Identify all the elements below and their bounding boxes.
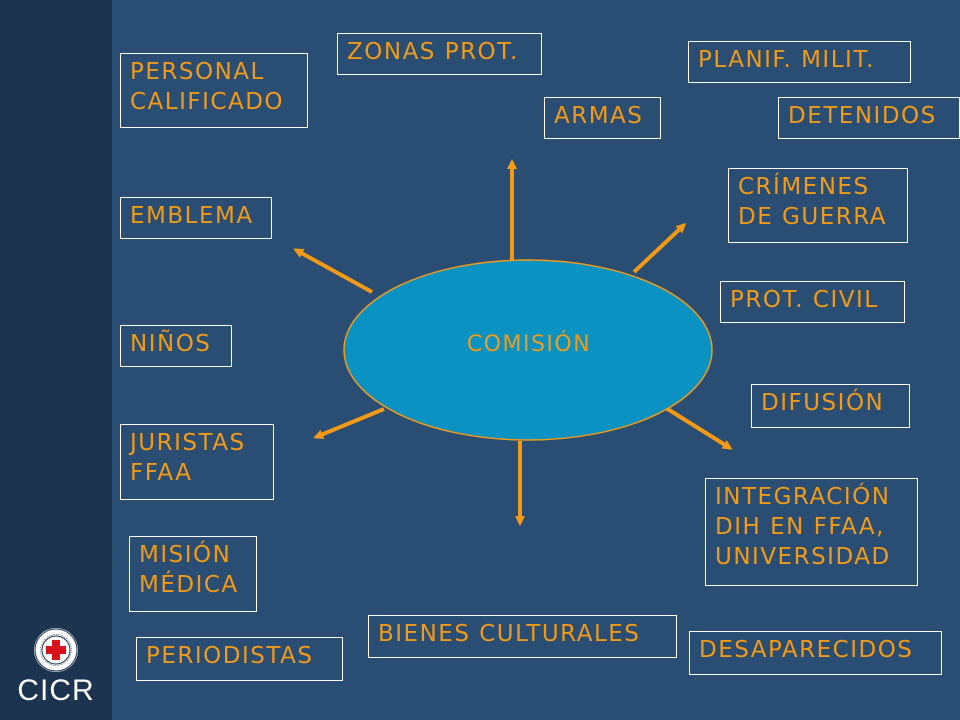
box-personal-calificado: PERSONAL CALIFICADO [120,53,308,128]
arrow-lower-left [313,407,385,439]
sidebar-band [0,0,112,720]
central-ellipse [343,259,713,441]
box-crimenes-de-guerra: CRÍMENES DE GUERRA [728,168,908,243]
box-desaparecidos: DESAPARECIDOS [689,631,942,675]
box-planif-milit: PLANIF. MILIT. [688,41,911,83]
box-juristas-ffaa: JURISTAS FFAA [120,424,274,500]
box-armas: ARMAS [544,97,661,139]
box-periodistas: PERIODISTAS [136,637,343,681]
red-cross-emblem-icon [34,628,78,672]
box-prot-civil: PROT. CIVIL [720,281,905,323]
box-mision-medica: MISIÓN MÉDICA [129,536,257,612]
box-emblema: EMBLEMA [120,197,272,239]
box-ninos: NIÑOS [120,325,232,367]
arrow-upper-left [293,248,373,294]
cicr-logo [34,628,78,672]
box-detenidos: DETENIDOS [778,97,960,139]
arrow-upper-right [632,222,687,274]
box-zonas-prot: ZONAS PROT. [337,33,542,75]
cicr-logo-text: CICR [17,674,95,707]
box-difusion: DIFUSIÓN [751,384,910,428]
central-label: COMISIÓN [466,332,592,357]
box-bienes-culturales: BIENES CULTURALES [368,615,677,658]
arrow-lower-right [664,406,733,450]
box-integracion: INTEGRACIÓN DIH EN FFAA, UNIVERSIDAD [705,478,918,586]
